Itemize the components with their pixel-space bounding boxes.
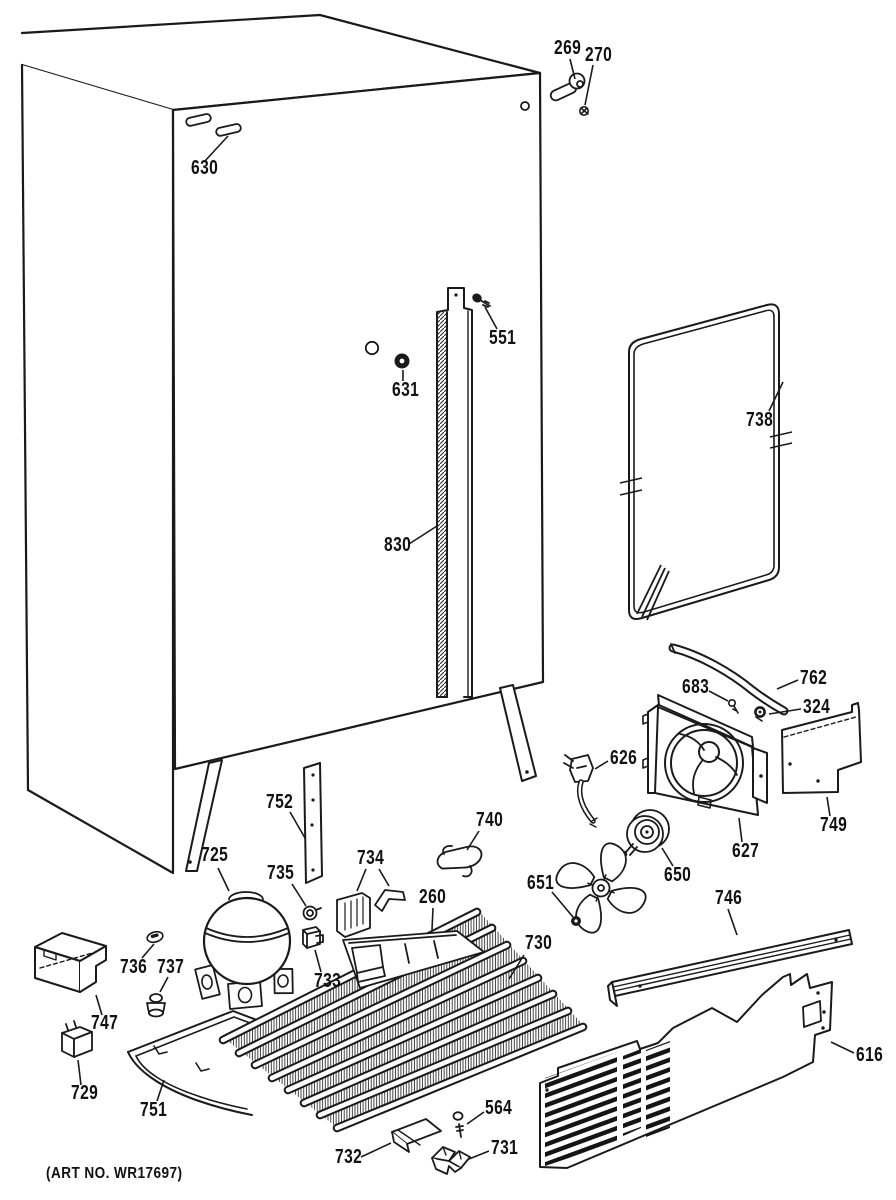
grommet-737 — [146, 993, 166, 1018]
part-label-751: 751 — [140, 1099, 168, 1121]
fan-motor-650 — [620, 809, 670, 858]
part-label-729: 729 — [71, 1082, 99, 1104]
bracket-747 — [34, 932, 107, 993]
part-label-270: 270 — [585, 44, 613, 66]
part-label-738: 738 — [746, 409, 774, 431]
screw-270 — [578, 106, 589, 117]
relay-729 — [61, 1020, 93, 1058]
part-label-762: 762 — [800, 667, 828, 689]
part-label-733: 733 — [314, 970, 342, 992]
nut-735 — [302, 905, 322, 921]
nut-651 — [571, 916, 581, 926]
fan-blade-651 — [555, 842, 647, 934]
part-label-324: 324 — [803, 696, 831, 718]
bracket-734 — [336, 889, 406, 938]
part-label-749: 749 — [820, 814, 848, 836]
fan-shroud-627 — [642, 694, 768, 816]
part-label-631: 631 — [392, 379, 420, 401]
clip-731 — [431, 1146, 471, 1175]
part-label-626: 626 — [610, 747, 638, 769]
part-label-651: 651 — [527, 872, 555, 894]
clamp-740 — [436, 844, 483, 878]
part-label-564: 564 — [485, 1097, 513, 1119]
compressor-725 — [194, 891, 294, 1010]
strip-752 — [303, 762, 323, 884]
tube-762 — [668, 643, 789, 716]
part-label-551: 551 — [489, 327, 517, 349]
part-label-734: 734 — [357, 847, 385, 869]
tube-269 — [549, 72, 586, 102]
part-label-650: 650 — [664, 864, 692, 886]
panel-749 — [781, 702, 862, 794]
screw-564 — [452, 1111, 464, 1138]
door-gasket-738 — [619, 303, 793, 621]
part-label-740: 740 — [476, 809, 504, 831]
part-label-630: 630 — [191, 157, 219, 179]
part-label-683: 683 — [682, 676, 710, 698]
part-label-830: 830 — [384, 534, 412, 556]
part-label-730: 730 — [525, 932, 553, 954]
part-label-627: 627 — [732, 840, 760, 862]
part-label-737: 737 — [157, 956, 185, 978]
rail-830 — [436, 287, 473, 698]
part-label-746: 746 — [715, 887, 743, 909]
part-label-731: 731 — [491, 1137, 519, 1159]
art-number: (ART NO. WR17697) — [46, 1165, 183, 1182]
part-label-260: 260 — [419, 886, 447, 908]
part-label-736: 736 — [120, 956, 148, 978]
tray-732 — [391, 1118, 442, 1153]
screw-551 — [472, 293, 491, 308]
clip-736 — [146, 930, 164, 944]
part-label-725: 725 — [201, 844, 229, 866]
part-label-735: 735 — [267, 862, 295, 884]
box-733 — [302, 926, 324, 949]
part-label-752: 752 — [266, 791, 294, 813]
vent-panel-616 — [539, 973, 833, 1169]
part-label-732: 732 — [335, 1146, 363, 1168]
tray-260 — [342, 930, 485, 989]
thermostat-626 — [563, 754, 598, 828]
leader-lines — [77, 58, 855, 1160]
part-label-616: 616 — [856, 1044, 884, 1066]
clip-630 — [185, 113, 242, 137]
cabinet — [20, 13, 545, 875]
grommet-324 — [754, 706, 766, 722]
part-label-747: 747 — [91, 1012, 119, 1034]
grommet-631 — [364, 340, 410, 369]
brace-746 — [607, 929, 853, 1007]
screw-683 — [727, 698, 739, 714]
part-label-269: 269 — [554, 37, 582, 59]
